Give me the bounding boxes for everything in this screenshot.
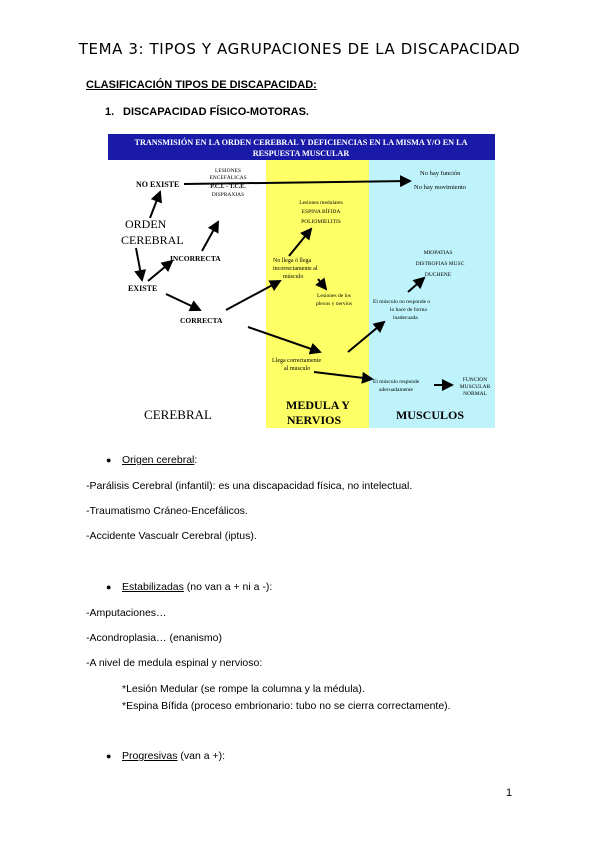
diagram-header-bg [108,134,495,160]
arrow-no-llega-lesiones-med [288,227,313,257]
bullet-suffix: : [194,454,198,466]
bullet-label: Progresivas [122,750,178,762]
label-no-llega-2: incorrectamente al [273,266,318,272]
label-no-hay-1: No hay función [420,170,461,177]
transmission-diagram: TRANSMISIÓN EN LA ORDEN CEREBRAL Y DEFIC… [108,134,495,428]
label-orden: ORDEN [125,217,167,231]
label-musculo-si-1: El músculo responde [373,379,420,385]
label-no-llega-1: No llega ó llega [273,258,311,264]
label-musculo-no-3: inadecuada [393,315,418,321]
label-funcion-3: NORMAL [463,391,487,397]
label-miopatias-2: DISTROFIAS MUSC [416,261,465,267]
numbered-item-1: 1. DISCAPACIDAD FÍSICO-MOTORAS. [105,106,309,118]
label-plexos-2: plexos y nervios [316,301,352,307]
col-musculos-title: MUSCULOS [396,408,464,422]
arrow-no-existe [183,175,412,188]
label-musculo-si-2: adecuadamente [379,387,413,393]
label-lesiones-3: P.C.I. - T.C.E. [210,184,246,190]
label-lesiones-2: ENCEFÁLICAS [209,173,246,181]
bullet-suffix: (no van a + ni a -): [183,581,273,593]
arrow-existe-correcta [165,293,202,312]
col-medula-title-1: MEDULA Y [286,398,350,412]
bullet-dot: ● [106,751,112,761]
item-label: DISCAPACIDAD FÍSICO-MOTORAS. [123,106,309,118]
page-title: TEMA 3: TIPOS Y AGRUPACIONES DE LA DISCA… [78,40,521,58]
bullet-label: Estabilizadas [122,581,184,593]
label-no-existe: NO EXISTE [136,180,179,189]
label-miopatias-3: DUCHENE [425,272,452,278]
arrow-llega-musculo-no [347,320,386,353]
label-plexos-1: Lesiones de los [317,293,351,299]
section-heading: CLASIFICACIÓN TIPOS DE DISCAPACIDAD: [86,79,317,91]
label-incorrecta: INCORRECTA [170,254,221,263]
label-funcion-2: MUSCULAR [460,384,491,390]
label-musculo-no-1: El músculo no responde o [373,299,430,305]
diagram-header-line2: RESPUESTA MUSCULAR [253,149,350,158]
label-no-llega-3: músculo [283,274,303,280]
col-medula-title-2: NERVIOS [287,413,342,427]
page-number: 1 [506,787,513,799]
label-musculo-no-2: lo hace de forma [390,306,427,313]
estabilizadas-item-3: -A nivel de medula espinal y nervioso: [86,657,263,669]
label-cerebral-word: CEREBRAL [121,233,184,247]
label-lesiones-1: LESIONES [215,168,241,174]
label-correcta: CORRECTA [180,316,223,325]
arrow-musculo-no-miopatias [407,276,426,293]
arrow-to-incorrecta [147,259,174,282]
col-cerebral-title: CEREBRAL [144,407,212,422]
label-miopatias-1: MIOPATIAS [424,250,453,256]
arrow-correcta-llega [247,326,322,355]
diagram-header-line1: TRANSMISIÓN EN LA ORDEN CEREBRAL Y DEFIC… [134,137,467,147]
arrow-correcta-no-llega [225,280,282,311]
label-existe: EXISTE [128,284,157,293]
label-funcion-1: FUNCION [463,377,487,383]
col-musculos-bg [369,134,495,428]
bullet-label: Origen cerebral [122,454,195,466]
label-llega-1: Llega correctamente [272,358,321,364]
label-lesiones-4: DISPRAXIAS [212,192,244,198]
estabilizadas-item-1: -Amputaciones… [86,607,167,619]
sub-item-1: *Lesión Medular (se rompe la columna y l… [122,683,365,695]
sub-item-2: *Espina Bífida (proceso embrionario: tub… [122,700,451,712]
arrow-no-llega-plexos [315,277,328,291]
label-no-hay-2: No hay movimiento [414,184,466,191]
origen-item-2: -Traumatismo Cráneo-Encefálicos. [86,505,248,517]
item-number: 1. [105,106,115,118]
estabilizadas-item-2: -Acondroplasia… (enanismo) [86,632,222,644]
arrow-orden-no-existe [149,190,163,219]
arrow-llega-musculo-si [313,371,374,384]
arrow-incorrecta-lesiones [201,220,219,252]
bullet-dot: ● [106,582,112,592]
label-llega-2: al musculo [284,366,310,372]
origen-item-1: -Parálisis Cerebral (infantil): es una d… [86,480,413,492]
bullet-progresivas: ● Progresivas (van a +): [106,750,225,762]
col-medula-bg [266,134,369,428]
origen-item-3: -Accidente Vascualr Cerebral (iptus). [86,530,257,542]
label-lesiones-med-1: Lesiones medulares [299,200,343,206]
label-lesiones-med-3: POLIOMIELITIS [301,219,341,225]
bullet-suffix: (van a +): [177,750,226,762]
arrow-orden-existe [134,247,147,282]
bullet-origen-cerebral: ● Origen cerebral: [106,454,197,466]
label-lesiones-med-2: ESPINA BÍFIDA [302,207,341,215]
bullet-dot: ● [106,455,112,465]
bullet-estabilizadas: ● Estabilizadas (no van a + ni a -): [106,581,272,593]
